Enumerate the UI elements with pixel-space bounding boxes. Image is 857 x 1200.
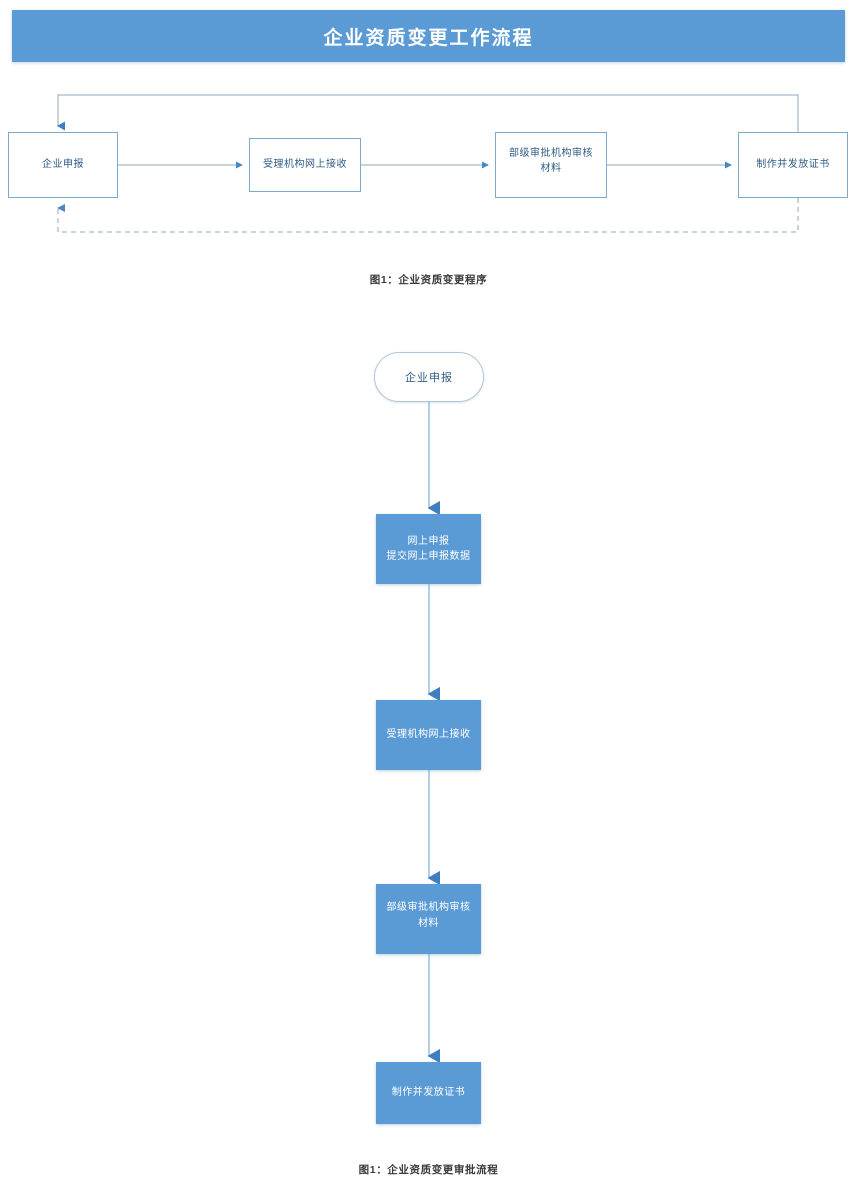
fc2-node-review-label-line2: 材料 [418, 917, 439, 929]
fc2-node-review[interactable]: 部级审批机构审核 材料 [376, 884, 481, 954]
fc2-node-review-label-line1: 部级审批机构审核 [386, 902, 471, 913]
fc1-node-review-label-line1: 部级审批机构审核 [509, 148, 593, 159]
fc2-node-issue[interactable]: 制作并发放证书 [376, 1062, 481, 1124]
fc2-node-online-apply-label-line1: 网上申报 [407, 535, 450, 547]
page-title-banner: 企业资质变更工作流程 [12, 10, 845, 62]
flowchart-top-caption: 图1：企业资质变更程序 [369, 274, 488, 286]
fc1-node-apply-label: 企业申报 [42, 158, 84, 170]
fc1-connector-top-return [57, 94, 799, 132]
flowchart-bottom-caption: 图1：企业资质变更审批流程 [358, 1164, 499, 1176]
fc2-node-issue-label: 制作并发放证书 [391, 1087, 466, 1099]
fc1-node-receive[interactable]: 受理机构网上接收 [249, 138, 361, 192]
fc1-connector-bottom-return-dashed [57, 198, 799, 233]
fc1-node-review-label: 部级审批机构审核 材料 [509, 147, 593, 176]
fc2-node-online-apply-label: 网上申报 提交网上申报数据 [387, 534, 471, 565]
fc2-node-online-apply[interactable]: 网上申报 提交网上申报数据 [376, 514, 481, 584]
fc1-node-issue[interactable]: 制作并发放证书 [738, 132, 848, 198]
fc1-node-review[interactable]: 部级审批机构审核 材料 [495, 132, 607, 198]
fc2-node-online-apply-label-line2: 提交网上申报数据 [386, 551, 471, 562]
fc1-node-apply[interactable]: 企业申报 [8, 132, 118, 198]
fc2-node-receive[interactable]: 受理机构网上接收 [376, 700, 481, 770]
fc1-node-review-label-line2: 材料 [540, 162, 562, 174]
fc2-node-start[interactable]: 企业申报 [374, 352, 484, 402]
fc1-node-issue-label: 制作并发放证书 [756, 158, 830, 170]
fc2-node-review-label: 部级审批机构审核 材料 [387, 900, 471, 931]
fc2-node-start-label: 企业申报 [405, 372, 453, 384]
fc1-node-receive-label: 受理机构网上接收 [263, 158, 347, 170]
page-title: 企业资质变更工作流程 [323, 27, 534, 49]
fc2-node-receive-label: 受理机构网上接收 [386, 729, 471, 741]
